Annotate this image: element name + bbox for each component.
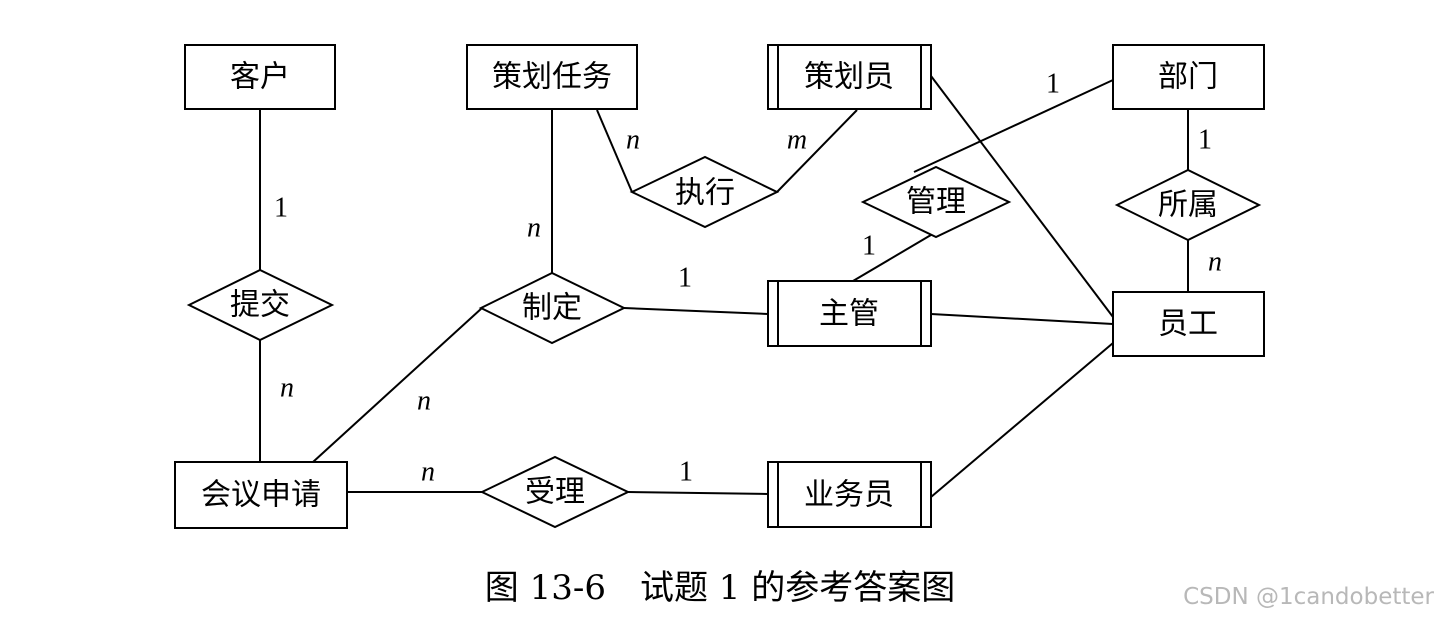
card-zhiding-zhuguan: 1 <box>678 262 692 293</box>
er-diagram: 客户 策划任务 部门 员工 会议申请 策划员 主管 业务员 执行 <box>174 44 1265 529</box>
card-zhiding-huiyi: n <box>417 385 431 416</box>
entity-yewu-yuan: 业务员 <box>767 461 932 528</box>
card-tijiao-huiyi: n <box>280 372 294 403</box>
figure-caption: 图 13-6 试题 1 的参考答案图 <box>484 568 956 608</box>
line-yewu-yuangong <box>930 342 1114 498</box>
relationship-guanli: 管理 <box>860 165 1012 239</box>
relationship-guanli-label: 管理 <box>906 185 966 220</box>
entity-huiyi-shenqing-label: 会议申请 <box>201 478 321 513</box>
relationship-zhixing: 执行 <box>629 155 780 229</box>
card-zhiding-renwu: n <box>527 212 541 243</box>
relationship-suoshu-label: 所属 <box>1158 188 1218 223</box>
connection-lines <box>259 75 1189 498</box>
relationship-zhixing-label: 执行 <box>675 176 735 211</box>
relationship-suoshu: 所属 <box>1114 168 1262 242</box>
entity-yewu-yuan-label: 业务员 <box>804 478 894 513</box>
relationship-shouli-label: 受理 <box>525 475 585 510</box>
entity-cehua-yuan: 策划员 <box>767 44 932 110</box>
card-guanli-zhuguan: 1 <box>862 230 876 261</box>
relationship-zhiding-label: 制定 <box>522 291 582 326</box>
line-zhixing-yuan <box>776 109 858 193</box>
line-zhiding-huiyi <box>312 307 483 463</box>
entity-zhuguan: 主管 <box>767 280 932 347</box>
line-bumen-guanli <box>913 79 1114 173</box>
line-zhuguan-yuangong <box>930 313 1114 325</box>
line-yuan-yuangong <box>930 75 1114 318</box>
line-guanli-zhuguan <box>852 231 937 282</box>
entity-kehu-label: 客户 <box>230 60 290 95</box>
card-shouli-yewu: 1 <box>679 456 693 487</box>
entity-yuangong-label: 员工 <box>1158 307 1218 342</box>
entity-cehua-renwu-label: 策划任务 <box>492 60 612 95</box>
entity-zhuguan-label: 主管 <box>819 297 879 332</box>
entity-kehu: 客户 <box>184 44 336 110</box>
relationship-tijiao: 提交 <box>186 268 335 342</box>
relationship-shouli: 受理 <box>479 455 631 529</box>
watermark: CSDN @1candobetter <box>1183 584 1434 610</box>
line-zhiding-zhuguan <box>623 307 769 315</box>
entity-cehua-yuan-label: 策划员 <box>804 60 894 95</box>
card-guanli-bumen: 1 <box>1046 68 1060 99</box>
line-shouli-yewu <box>627 491 769 495</box>
card-suoshu-yuangong: n <box>1208 246 1222 277</box>
card-zhixing-yuan: m <box>787 124 807 155</box>
card-shouli-huiyi: n <box>421 456 435 487</box>
card-suoshu-bumen: 1 <box>1198 124 1212 155</box>
card-tijiao-kehu: 1 <box>274 192 288 223</box>
cardinality-labels: 1 n n m n 1 n 1 1 1 n n 1 <box>274 68 1222 487</box>
entity-bumen-label: 部门 <box>1158 60 1218 95</box>
entity-bumen: 部门 <box>1112 44 1265 110</box>
entity-cehua-renwu: 策划任务 <box>466 44 638 110</box>
entity-yuangong: 员工 <box>1112 291 1265 357</box>
relationship-zhiding: 制定 <box>478 271 627 345</box>
card-zhixing-renwu: n <box>626 124 640 155</box>
relationship-tijiao-label: 提交 <box>230 288 290 323</box>
line-renwu-zhixing <box>596 109 633 193</box>
entity-huiyi-shenqing: 会议申请 <box>174 461 348 529</box>
